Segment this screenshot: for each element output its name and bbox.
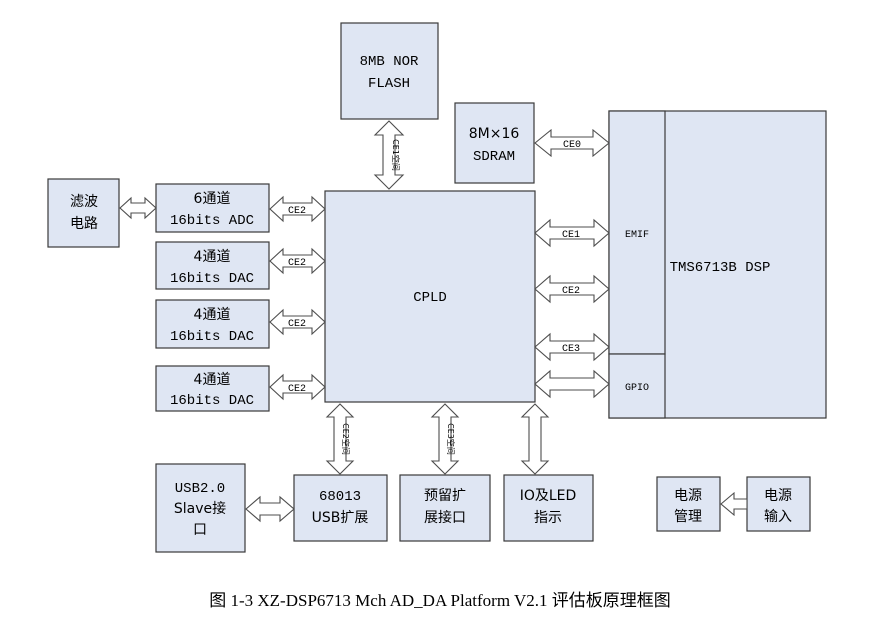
sdram-label-1: 8M×16 — [469, 126, 520, 142]
cpld-gpio-arrow — [534, 369, 610, 399]
filter-label-2: 电路 — [70, 216, 98, 232]
reserve-label-2: 展接口 — [424, 509, 466, 526]
cpld-reserve-arrow — [430, 403, 460, 475]
adc-label-1: 6通道 — [194, 191, 231, 207]
dac-block-1 — [155, 241, 270, 290]
power-mgmt-label-1: 电源 — [674, 488, 702, 504]
adc-block — [155, 183, 270, 233]
nor-flash-label-1: 8MB NOR — [360, 54, 419, 70]
nor-flash-label-2: FLASH — [368, 76, 410, 92]
ce1-label: CE1 — [562, 230, 580, 241]
filter-circuit-block — [47, 178, 120, 248]
filter-label-1: 滤波 — [70, 194, 98, 210]
dac2-label-2: 16bits DAC — [170, 329, 254, 345]
power-mgmt-label-2: 管理 — [674, 509, 702, 525]
usb-ext-label-1: 68013 — [319, 489, 361, 505]
io-led-label-1: IO及LED — [520, 488, 577, 504]
dac3-label-1: 4通道 — [194, 372, 231, 388]
usb-ext-label-2: USB扩展 — [312, 510, 369, 526]
power-input-label-1: 电源 — [764, 488, 792, 504]
usb-slave-ext-arrow — [245, 495, 295, 523]
nor-flash-block — [340, 22, 439, 120]
power-input-block — [746, 476, 811, 532]
io-led-block — [503, 474, 594, 542]
dac1-label-1: 4通道 — [194, 249, 231, 265]
adc-cpld-arrow — [269, 195, 326, 223]
ce3-label: CE3 — [562, 344, 580, 355]
dac1-label-2: 16bits DAC — [170, 271, 254, 287]
sdram-label-2: SDRAM — [473, 149, 515, 165]
dac2-label-1: 4通道 — [194, 307, 231, 323]
cpld-dac1-arrow — [269, 247, 326, 275]
adc-ce2-label: CE2 — [288, 206, 306, 217]
ce3-space-label: CE3空间 — [446, 423, 456, 455]
cpld-emif-ce2-arrow — [534, 274, 610, 304]
io-led-label-2: 指示 — [534, 510, 562, 526]
cpld-block — [324, 190, 536, 403]
power-mgmt-block — [656, 476, 721, 532]
ce0-label: CE0 — [563, 140, 581, 151]
filter-adc-arrow — [119, 196, 157, 220]
sdram-emif-arrow — [534, 128, 610, 158]
reserve-label-1: 预留扩 — [424, 488, 466, 504]
cpld-label: CPLD — [413, 290, 447, 306]
dac-block-2 — [155, 299, 270, 349]
cpld-emif-ce1-arrow — [534, 218, 610, 248]
cpld-dac3-arrow — [269, 373, 326, 401]
emif-label: EMIF — [625, 230, 649, 241]
ce2-label: CE2 — [562, 286, 580, 297]
ce1-space-label: CE1空间 — [391, 139, 401, 171]
power-input-label-2: 输入 — [764, 509, 792, 525]
nor-cpld-arrow — [373, 120, 405, 190]
cpld-usb-ext-arrow — [325, 403, 355, 475]
usb-slave-label-2: Slave接 — [174, 500, 226, 517]
dac-block-3 — [155, 365, 270, 412]
dac1-ce2-label: CE2 — [288, 258, 306, 269]
usb-slave-block — [155, 463, 246, 553]
usb-slave-label-1: USB2.0 — [175, 481, 225, 497]
reserve-interface-block — [399, 474, 491, 542]
power-in-arrow — [720, 491, 748, 517]
adc-label-2: 16bits ADC — [170, 213, 254, 229]
dac2-ce2-label: CE2 — [288, 319, 306, 330]
cpld-io-led-arrow — [520, 403, 550, 475]
dsp-label: TMS6713B DSP — [670, 260, 771, 276]
gpio-label: GPIO — [625, 383, 649, 394]
sdram-block — [454, 102, 535, 184]
cpld-emif-ce3-arrow — [534, 332, 610, 362]
gpio-block — [608, 353, 666, 419]
usb-slave-label-3: 口 — [193, 522, 207, 538]
cpld-dac2-arrow — [269, 308, 326, 336]
usb-ext-block — [293, 474, 388, 542]
figure-caption: 图 1-3 XZ-DSP6713 Mch AD_DA Platform V2.1… — [209, 591, 671, 610]
ce2-space-label: CE2空间 — [341, 423, 351, 455]
dac3-label-2: 16bits DAC — [170, 393, 254, 409]
dac3-ce2-label: CE2 — [288, 384, 306, 395]
